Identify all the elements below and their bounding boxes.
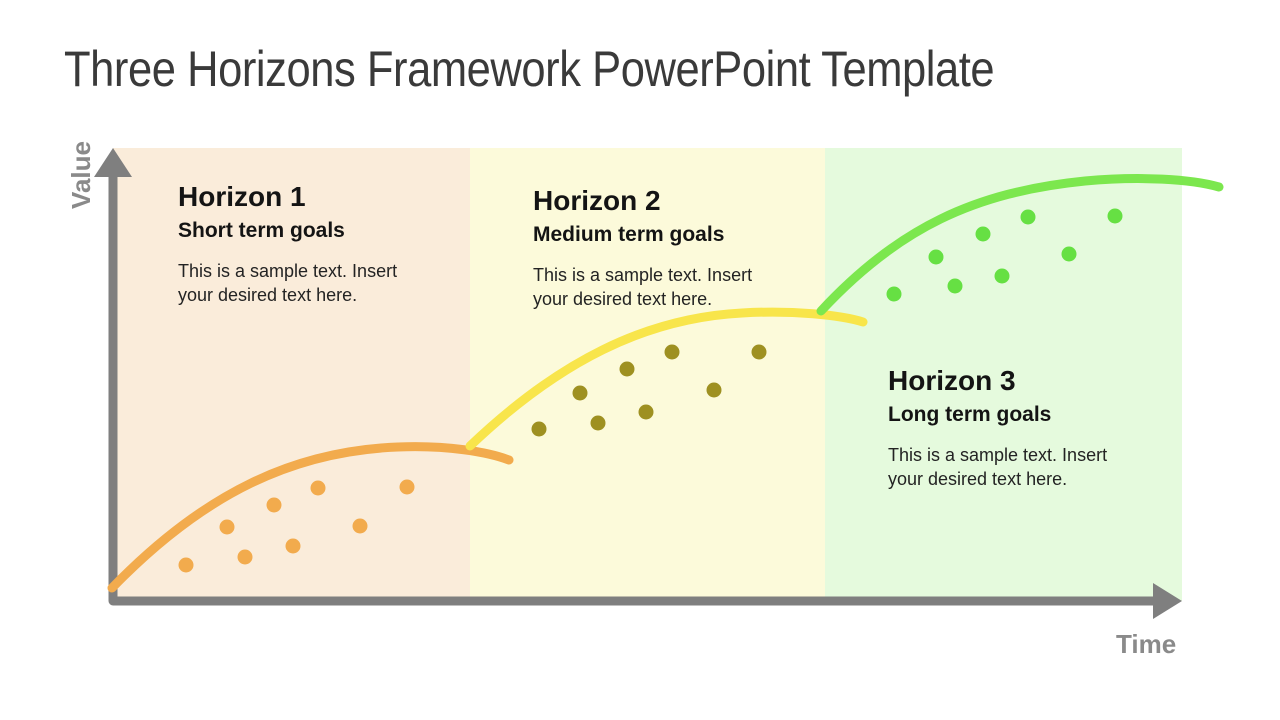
horizon-3-curve bbox=[816, 174, 1224, 316]
horizon-3-subheading: Long term goals bbox=[888, 403, 1052, 426]
horizon-3-heading: Horizon 3 bbox=[888, 365, 1016, 396]
horizon-2-body: This is a sample text. Insert your desir… bbox=[533, 264, 788, 311]
horizon-1-subheading: Short term goals bbox=[178, 219, 345, 242]
horizon-3-dot bbox=[928, 249, 944, 265]
horizon-1-curve bbox=[107, 442, 514, 593]
horizon-1-body-line-1: This is a sample text. Insert bbox=[178, 261, 398, 281]
horizon-2-dot bbox=[638, 404, 654, 420]
horizon-1-dot bbox=[237, 549, 253, 565]
horizon-2-text-block: Horizon 2 Medium term goals This is a sa… bbox=[533, 187, 788, 311]
curves-group bbox=[107, 174, 1224, 593]
horizon-2-dot bbox=[590, 415, 606, 431]
horizon-3-body-line-1: This is a sample text. Insert bbox=[888, 445, 1108, 465]
horizon-2-dot bbox=[531, 421, 547, 437]
horizon-2-subheading: Medium term goals bbox=[533, 223, 725, 246]
x-axis-arrowhead-icon bbox=[1153, 583, 1182, 619]
dots-group bbox=[178, 208, 1123, 573]
horizon-1-dot bbox=[285, 538, 301, 554]
horizon-3-dot bbox=[994, 268, 1010, 284]
horizon-1-dot bbox=[352, 518, 368, 534]
horizon-3-dot bbox=[886, 286, 902, 302]
horizon-2-dot bbox=[619, 361, 635, 377]
horizon-2-dot bbox=[751, 344, 767, 360]
horizon-3-dot bbox=[947, 278, 963, 294]
slide-title: Three Horizons Framework PowerPoint Temp… bbox=[64, 41, 995, 97]
horizon-1-dot bbox=[310, 480, 326, 496]
horizon-2-curve bbox=[465, 307, 868, 451]
horizon-1-text-block: Horizon 1 Short term goals This is a sam… bbox=[178, 183, 433, 307]
horizon-1-dot bbox=[219, 519, 235, 535]
horizon-3-body: This is a sample text. Insert your desir… bbox=[888, 444, 1143, 491]
horizon-3-dot bbox=[1061, 246, 1077, 262]
region-horizon-2 bbox=[470, 148, 825, 601]
axis-lines bbox=[108, 166, 1156, 606]
horizon-1-dot bbox=[178, 557, 194, 573]
horizon-2-dot bbox=[572, 385, 588, 401]
horizon-2-dot bbox=[664, 344, 680, 360]
horizon-1-body-line-2: your desired text here. bbox=[178, 284, 358, 305]
y-axis-label: Value bbox=[66, 141, 96, 209]
y-axis-arrowhead-icon bbox=[94, 148, 132, 177]
region-horizon-3 bbox=[825, 148, 1182, 601]
horizon-3-dot bbox=[975, 226, 991, 242]
horizon-2-dot bbox=[706, 382, 722, 398]
horizon-1-dot bbox=[399, 479, 415, 495]
horizon-1-body: This is a sample text. Insert your desir… bbox=[178, 260, 433, 307]
horizon-1-heading: Horizon 1 bbox=[178, 181, 306, 212]
horizon-3-dot bbox=[1107, 208, 1123, 224]
horizon-3-text-block: Horizon 3 Long term goals This is a samp… bbox=[888, 367, 1143, 491]
horizon-3-body-line-2: your desired text here. bbox=[888, 468, 1068, 489]
horizon-1-dot bbox=[266, 497, 282, 513]
horizon-2-body-line-1: This is a sample text. Insert bbox=[533, 265, 753, 285]
horizon-2-heading: Horizon 2 bbox=[533, 185, 661, 216]
horizon-2-body-line-2: your desired text here. bbox=[533, 288, 713, 309]
region-horizon-1 bbox=[113, 148, 470, 601]
horizon-3-dot bbox=[1020, 209, 1036, 225]
x-axis-label: Time bbox=[1116, 629, 1177, 659]
